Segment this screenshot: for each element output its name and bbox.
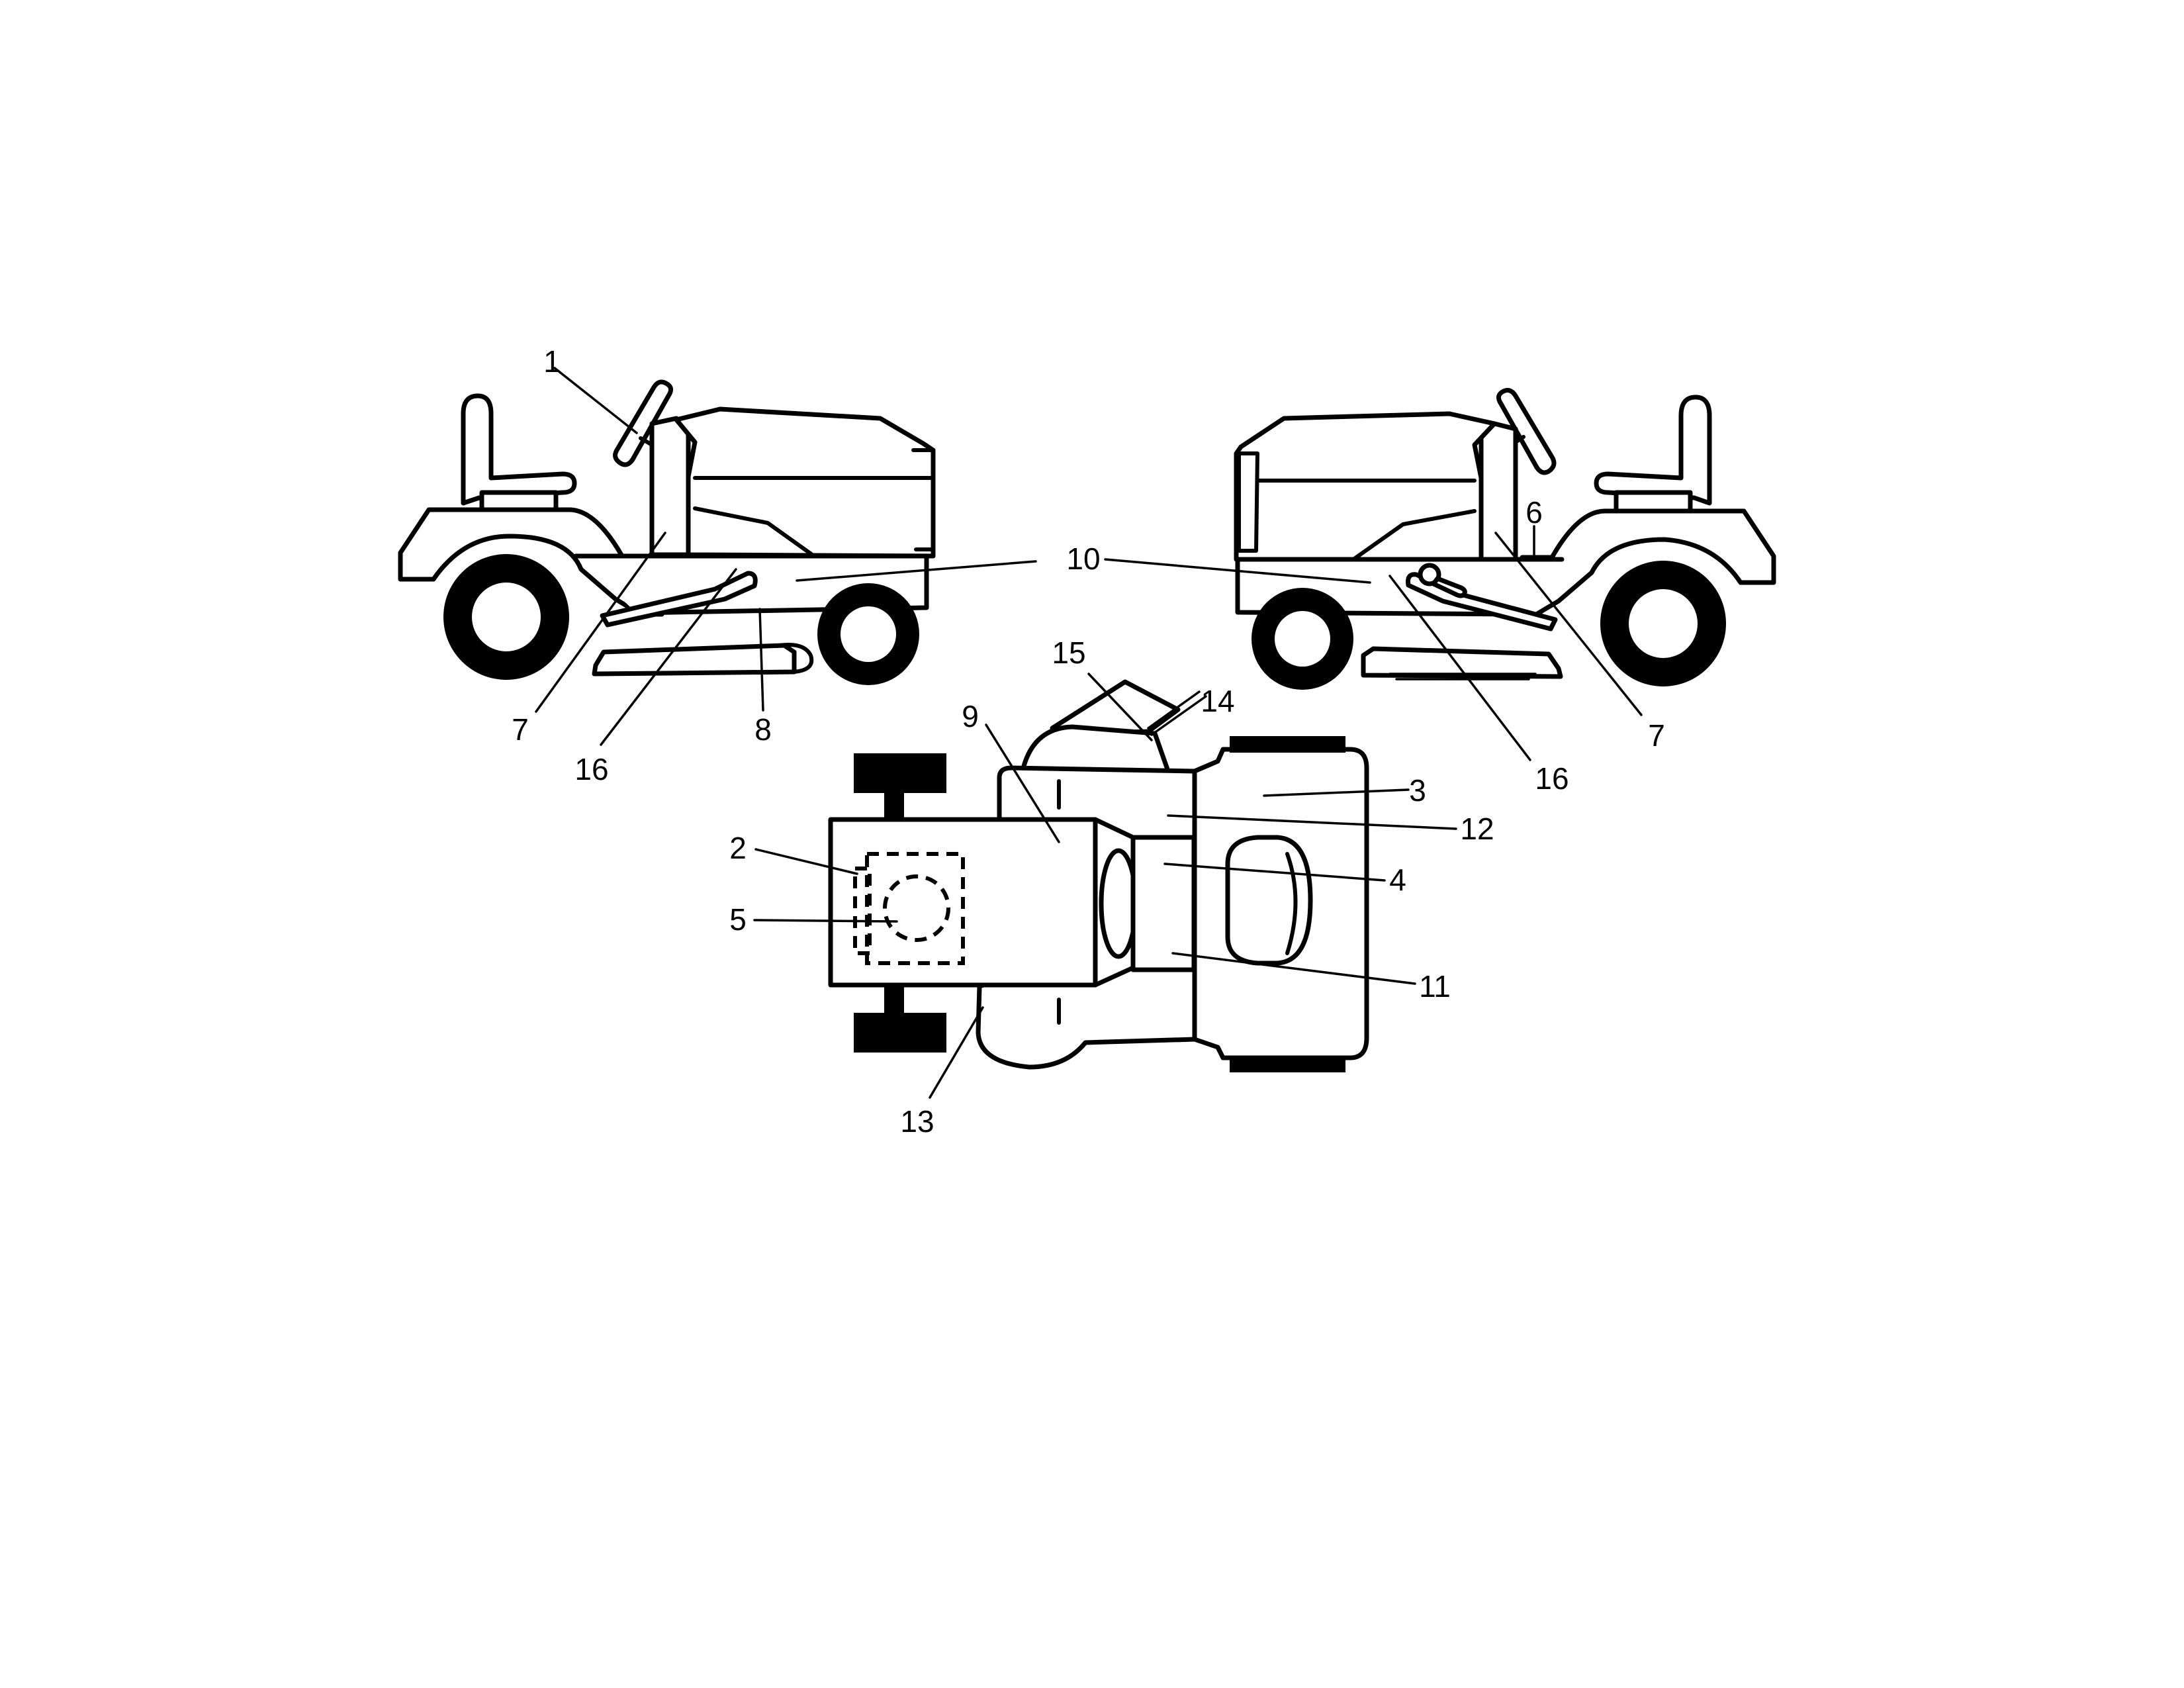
mower-deck-left <box>592 643 797 677</box>
brake-pedal-left <box>600 571 758 628</box>
callout-4: 4 <box>1389 863 1406 897</box>
ignition-key-icon <box>1418 563 1467 598</box>
callout-14: 14 <box>1201 684 1234 718</box>
callout-7-right: 7 <box>1648 718 1665 753</box>
tractor-right-side-view <box>1234 388 1776 690</box>
callout-1: 1 <box>543 344 561 379</box>
seat-left <box>461 393 577 506</box>
callout-8: 8 <box>754 712 772 747</box>
callout-12: 12 <box>1460 812 1494 846</box>
seat-back-top <box>1285 852 1298 955</box>
grille-right <box>1237 451 1259 553</box>
callout-2: 2 <box>729 831 747 865</box>
mower-deck-right <box>1361 646 1563 679</box>
rear-fender-right <box>1513 508 1776 618</box>
callout-labels: 1 2 3 4 5 6 7 7 8 9 10 11 12 13 14 15 16… <box>512 344 1665 1139</box>
callout-5: 5 <box>729 902 747 937</box>
callout-3: 3 <box>1409 773 1426 808</box>
deck-chute-left <box>778 643 814 674</box>
callout-16-right: 16 <box>1535 761 1569 796</box>
callout-10: 10 <box>1066 541 1100 576</box>
engine-outline-dashed <box>865 852 965 965</box>
hood-panel-right <box>1351 509 1477 561</box>
tractor-top-view <box>828 679 1369 1072</box>
air-filter-outline-dashed <box>883 874 950 942</box>
callout-15: 15 <box>1052 635 1085 670</box>
engine-side-dashed <box>853 867 872 955</box>
seat-right <box>1594 395 1712 506</box>
callout-6: 6 <box>1525 495 1543 530</box>
callout-16-left: 16 <box>574 752 608 786</box>
rear-tire-top-lower <box>1230 1056 1345 1072</box>
dash-tower-left <box>649 416 691 557</box>
tractor-left-side-view <box>398 379 936 685</box>
hood-panel-left <box>693 506 816 558</box>
dash-tower-right <box>1479 421 1518 562</box>
hood-left <box>674 406 936 559</box>
front-tire-top-lower <box>854 1013 946 1053</box>
steering-wheel-top <box>1099 848 1138 959</box>
rear-fender-left <box>398 507 664 617</box>
rear-wheel-right <box>1600 561 1726 686</box>
deck-skirt-right <box>1388 673 1537 680</box>
front-tire-top-upper <box>854 753 946 793</box>
front-wheel-right <box>1251 588 1353 690</box>
hood-right <box>1234 411 1497 562</box>
seat-base-right <box>1614 490 1693 514</box>
rear-wheel-left <box>443 554 569 680</box>
callout-11: 11 <box>1419 969 1451 1004</box>
front-axle-top-upper <box>884 791 904 819</box>
leader-lines <box>535 367 1643 1099</box>
front-wheel-left <box>817 583 919 685</box>
callout-7-left: 7 <box>512 712 529 747</box>
callout-13: 13 <box>900 1104 934 1139</box>
discharge-guard <box>1020 724 1171 774</box>
front-axle-top-lower <box>884 986 904 1014</box>
callout-9: 9 <box>962 699 979 733</box>
seat-top <box>1225 835 1313 966</box>
rear-tire-top-upper <box>1230 736 1345 753</box>
footrest-top <box>1130 835 1197 972</box>
grille-left <box>911 448 935 551</box>
